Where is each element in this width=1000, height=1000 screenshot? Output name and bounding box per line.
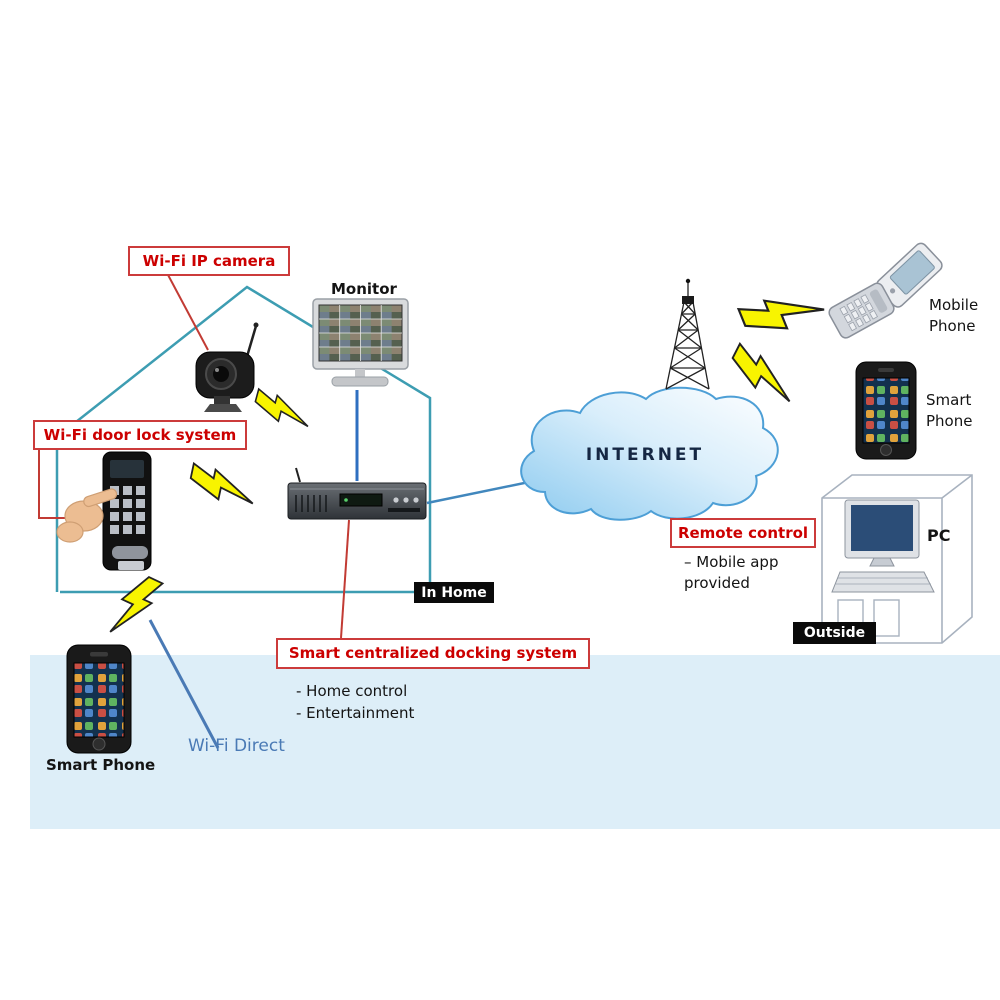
home-control-item: - Home control [296, 682, 408, 700]
door-lock-label: Wi-Fi door lock system [33, 420, 247, 450]
door-lock-label-connector [38, 448, 76, 519]
smartphone-left-label: Smart Phone [46, 756, 156, 774]
remote-control-label: Remote control [670, 518, 816, 548]
hand-icon [56, 488, 118, 543]
door-lock-icon [56, 451, 152, 571]
internet-cloud [520, 386, 779, 521]
wifi-direct-line [148, 619, 220, 749]
smartphone-left-icon [66, 644, 132, 754]
bolt-doorlock-dvr [186, 462, 260, 508]
bolt-camera-monitor [251, 388, 315, 430]
monitor-label: Monitor [331, 280, 397, 298]
ip-camera-icon [195, 322, 259, 412]
camera-label-connector [166, 272, 209, 351]
in-home-badge: In Home [414, 582, 494, 603]
smartphone-right-label: Smart Phone [926, 391, 973, 430]
docking-station-icon [287, 467, 427, 520]
flip-phone-icon [828, 242, 943, 339]
outside-badge: Outside [793, 622, 876, 644]
remote-control-note: – Mobile app provided [684, 553, 779, 592]
pc-icon [821, 474, 973, 644]
docking-system-label: Smart centralized docking system [276, 638, 590, 669]
mobile-phone-label: Mobile Phone [929, 296, 979, 335]
entertainment-item: - Entertainment [296, 704, 415, 722]
wifi-direct-label: Wi-Fi Direct [188, 736, 285, 756]
bolt-tower-smartphone [724, 342, 804, 406]
bolt-doorlock-smartphone [106, 569, 164, 645]
docking-label-connector [340, 519, 350, 639]
internet-label: INTERNET [585, 445, 705, 465]
bolt-tower-mobilephone [737, 278, 827, 344]
label-connector-lines [38, 272, 350, 639]
wifi-ip-camera-label: Wi-Fi IP camera [128, 246, 290, 276]
background-band [30, 655, 1000, 829]
dvr-to-internet-cable [426, 479, 535, 505]
radio-tower-icon [665, 278, 710, 390]
smartphone-right-icon [855, 361, 917, 460]
house-outline [55, 285, 432, 594]
cctv-monitor-icon [312, 298, 409, 387]
pc-label: PC [927, 526, 951, 545]
